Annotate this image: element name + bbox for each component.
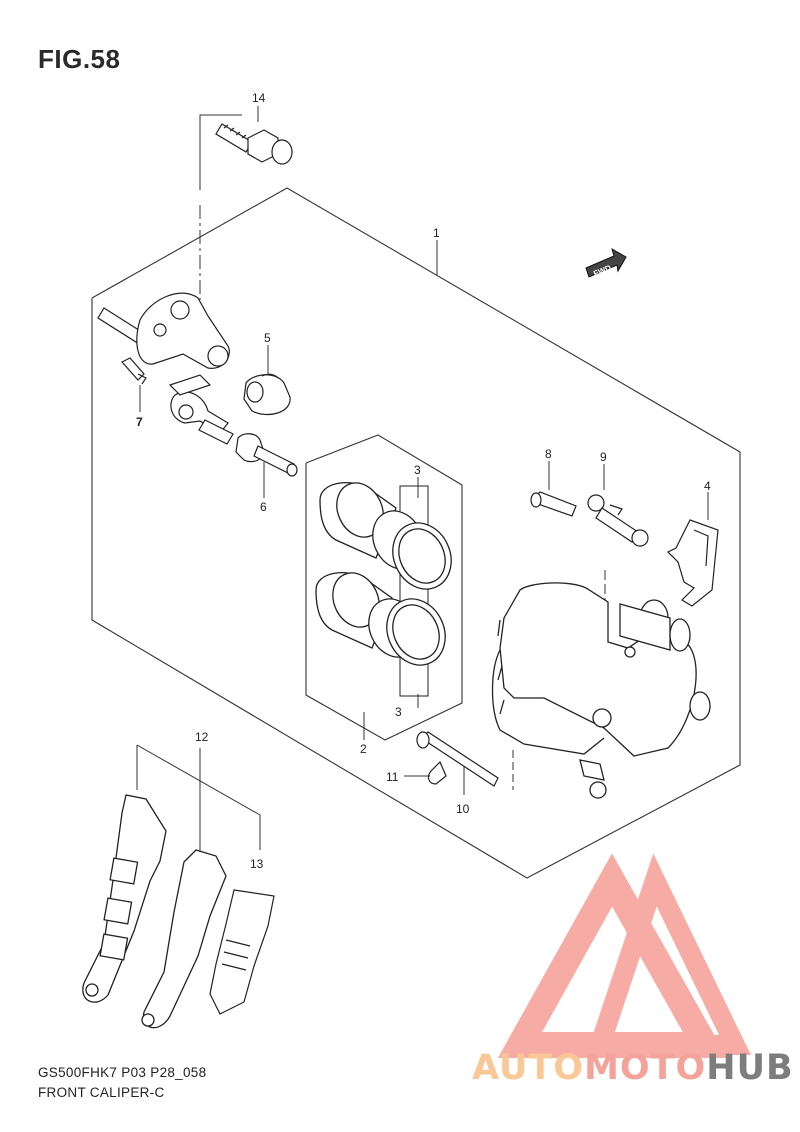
- cap-9: [587, 494, 649, 547]
- pad-pin-10: [416, 731, 499, 787]
- callout-6: 6: [260, 500, 267, 514]
- callout-8: 8: [545, 447, 552, 461]
- watermark-part-auto: AUTO: [472, 1048, 585, 1088]
- caliper-body: [491, 582, 711, 799]
- callout-10: 10: [456, 802, 470, 816]
- callout-labels: 14 1 5 7 3 8 9 4 6 3 2 12 11 10 13: [136, 91, 711, 871]
- shim-13: [209, 889, 275, 1015]
- callout-3-bottom: 3: [395, 705, 402, 719]
- bolt-14: [215, 123, 293, 165]
- callout-14: 14: [252, 91, 266, 105]
- callout-1: 1: [433, 226, 440, 240]
- pistons-seals-3: [315, 482, 452, 697]
- callout-9: 9: [600, 450, 607, 464]
- callout-11: 11: [386, 770, 399, 784]
- callout-13: 13: [250, 857, 264, 871]
- boot-5: [243, 373, 291, 416]
- callout-12: 12: [195, 730, 209, 744]
- callout-5: 5: [264, 331, 271, 345]
- watermark-logo: [497, 853, 751, 1058]
- pin-6: [235, 433, 298, 477]
- pad-spring-4: [666, 519, 719, 607]
- fwd-arrow-icon: FWD: [585, 247, 627, 278]
- bleeder-screw-8: [530, 491, 577, 517]
- assembly-outline: [91, 187, 741, 879]
- callout-2: 2: [360, 742, 367, 756]
- watermark-text: AUTOMOTOHUB: [472, 1048, 794, 1088]
- watermark-part-moto: MOTO: [584, 1048, 707, 1088]
- figure-name: FRONT CALIPER-C: [38, 1085, 165, 1100]
- leader-lines: [136, 106, 709, 860]
- callout-4: 4: [704, 479, 711, 493]
- callout-3-top: 3: [414, 463, 421, 477]
- callout-7: 7: [136, 415, 143, 429]
- figure-code: GS500FHK7 P03 P28_058: [38, 1065, 207, 1080]
- watermark-part-hub: HUB: [706, 1048, 794, 1088]
- caliper-bracket: [97, 292, 234, 445]
- clip-7: [121, 357, 147, 385]
- figure-title: FIG.58: [38, 44, 121, 74]
- brake-pads-12: [82, 794, 227, 1029]
- clip-11: [427, 760, 447, 785]
